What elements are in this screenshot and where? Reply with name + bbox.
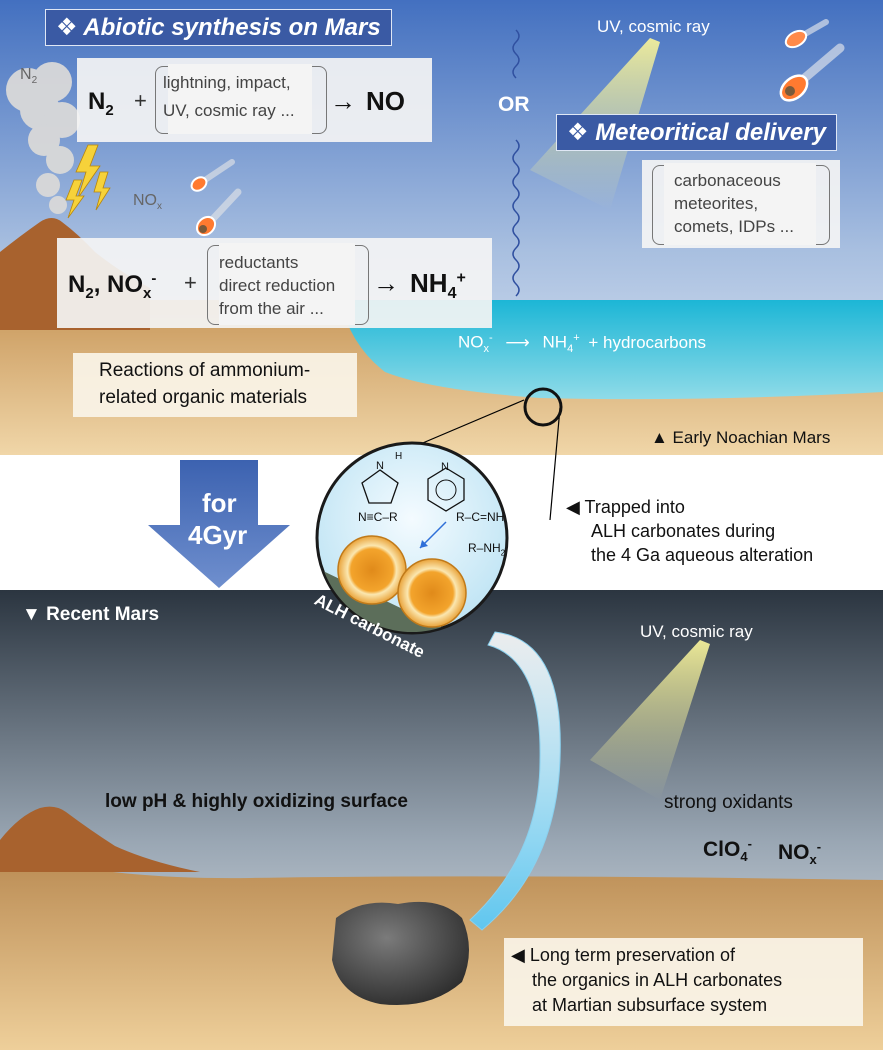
zoom-origin-ring — [523, 387, 563, 427]
time-arrow — [148, 460, 290, 588]
meteor-icon — [784, 19, 829, 49]
eq2-condition-3: from the air ... — [219, 299, 324, 318]
uv-beam-bottom — [590, 640, 710, 800]
recent-mars-label: ▼ Recent Mars — [22, 604, 160, 625]
nox-recent-label: NOx- — [778, 839, 822, 868]
volcano-recent — [0, 806, 200, 872]
preservation-line-3: at Martian subsurface system — [532, 995, 768, 1015]
reactions-line-2: related organic materials — [99, 387, 308, 408]
eq1-bracket-mask — [168, 64, 312, 134]
lightning-icon — [65, 144, 111, 219]
preservation-box — [504, 938, 863, 1026]
meteor-icon — [195, 188, 242, 237]
eq1-arrow: → — [330, 86, 356, 116]
eq2-lhs: N2, NOx- — [68, 270, 157, 302]
uv-top-label: UV, cosmic ray — [597, 17, 710, 36]
nox-atmos-label: NOx — [133, 192, 162, 213]
n2-cloud-label: N2 — [20, 66, 38, 87]
smoke-cloud — [6, 62, 80, 214]
carbonate-grain — [337, 535, 407, 605]
eq1-product: NO — [366, 86, 405, 116]
ammonium-reactions-box — [73, 353, 357, 417]
pyrrole-h-label: H — [395, 451, 403, 462]
eq2-arrow: → — [373, 268, 399, 298]
or-divider — [512, 29, 520, 297]
nitrile-label: N≡C–R — [358, 510, 398, 524]
abiotic-synthesis-banner: ❖ Abiotic synthesis on Mars — [45, 9, 392, 46]
meteor-source-2: meteorites, — [674, 194, 759, 213]
diamond-icon: ❖ — [567, 119, 596, 146]
preservation-arrow — [469, 631, 561, 931]
meteor-icon — [779, 43, 845, 102]
early-noachian-label: ▲ Early Noachian Mars — [651, 428, 831, 447]
alh-zoom-circle — [315, 441, 509, 635]
amine-label: R–NH2 — [468, 541, 506, 558]
eq2-bracket-mask — [219, 243, 355, 325]
imine-label: R–C=NH — [456, 510, 505, 524]
eq1-plus: + — [134, 88, 147, 113]
meteor-icon — [190, 159, 235, 192]
meteoritical-delivery-banner: ❖ Meteoritical delivery — [556, 114, 837, 151]
trapped-line-3: the 4 Ga aqueous alteration — [591, 545, 814, 565]
diamond-icon: ❖ — [56, 14, 84, 41]
eq2-product: NH4+ — [410, 268, 466, 303]
or-label: OR — [498, 93, 530, 116]
trapped-line-2: ALH carbonates during — [591, 521, 776, 541]
surface-label: low pH & highly oxidizing surface — [105, 791, 408, 812]
preservation-line-1: ◀ Long term preservation of — [511, 945, 735, 965]
uv-bottom-label: UV, cosmic ray — [640, 622, 753, 641]
meteor-bracket-mask — [664, 163, 816, 245]
pyridine-molecule — [427, 467, 465, 512]
ocean-reaction: NOx- ⟶ NH4+ + hydrocarbons — [458, 332, 707, 356]
eq1-condition-2: UV, cosmic ray ... — [163, 101, 295, 120]
for-label: for — [202, 488, 237, 518]
preservation-line-2: the organics in ALH carbonates — [532, 970, 783, 990]
trapped-line-1: ◀ Trapped into — [566, 497, 685, 517]
alh-rock — [332, 901, 469, 1006]
eq1-condition-1: lightning, impact, — [163, 73, 291, 92]
eq2-condition-2: direct reduction — [219, 276, 336, 295]
4gyr-label: 4Gyr — [188, 520, 248, 550]
meteor-source-3: comets, IDPs ... — [674, 217, 794, 236]
pyrrole-n-label: N — [376, 460, 384, 472]
oxidants-title: strong oxidants — [664, 792, 793, 813]
pyridine-n-label: N — [441, 461, 449, 473]
eq1-lhs: N2 — [88, 88, 114, 119]
eq2-condition-1: reductants — [219, 253, 299, 272]
clo4-label: ClO4- — [703, 836, 752, 865]
pyrrole-molecule — [361, 469, 399, 504]
eq2-plus: + — [184, 270, 197, 295]
carbonate-grain — [397, 558, 467, 628]
reactions-line-1: Reactions of ammonium- — [99, 360, 311, 381]
meteor-source-1: carbonaceous — [674, 171, 781, 190]
